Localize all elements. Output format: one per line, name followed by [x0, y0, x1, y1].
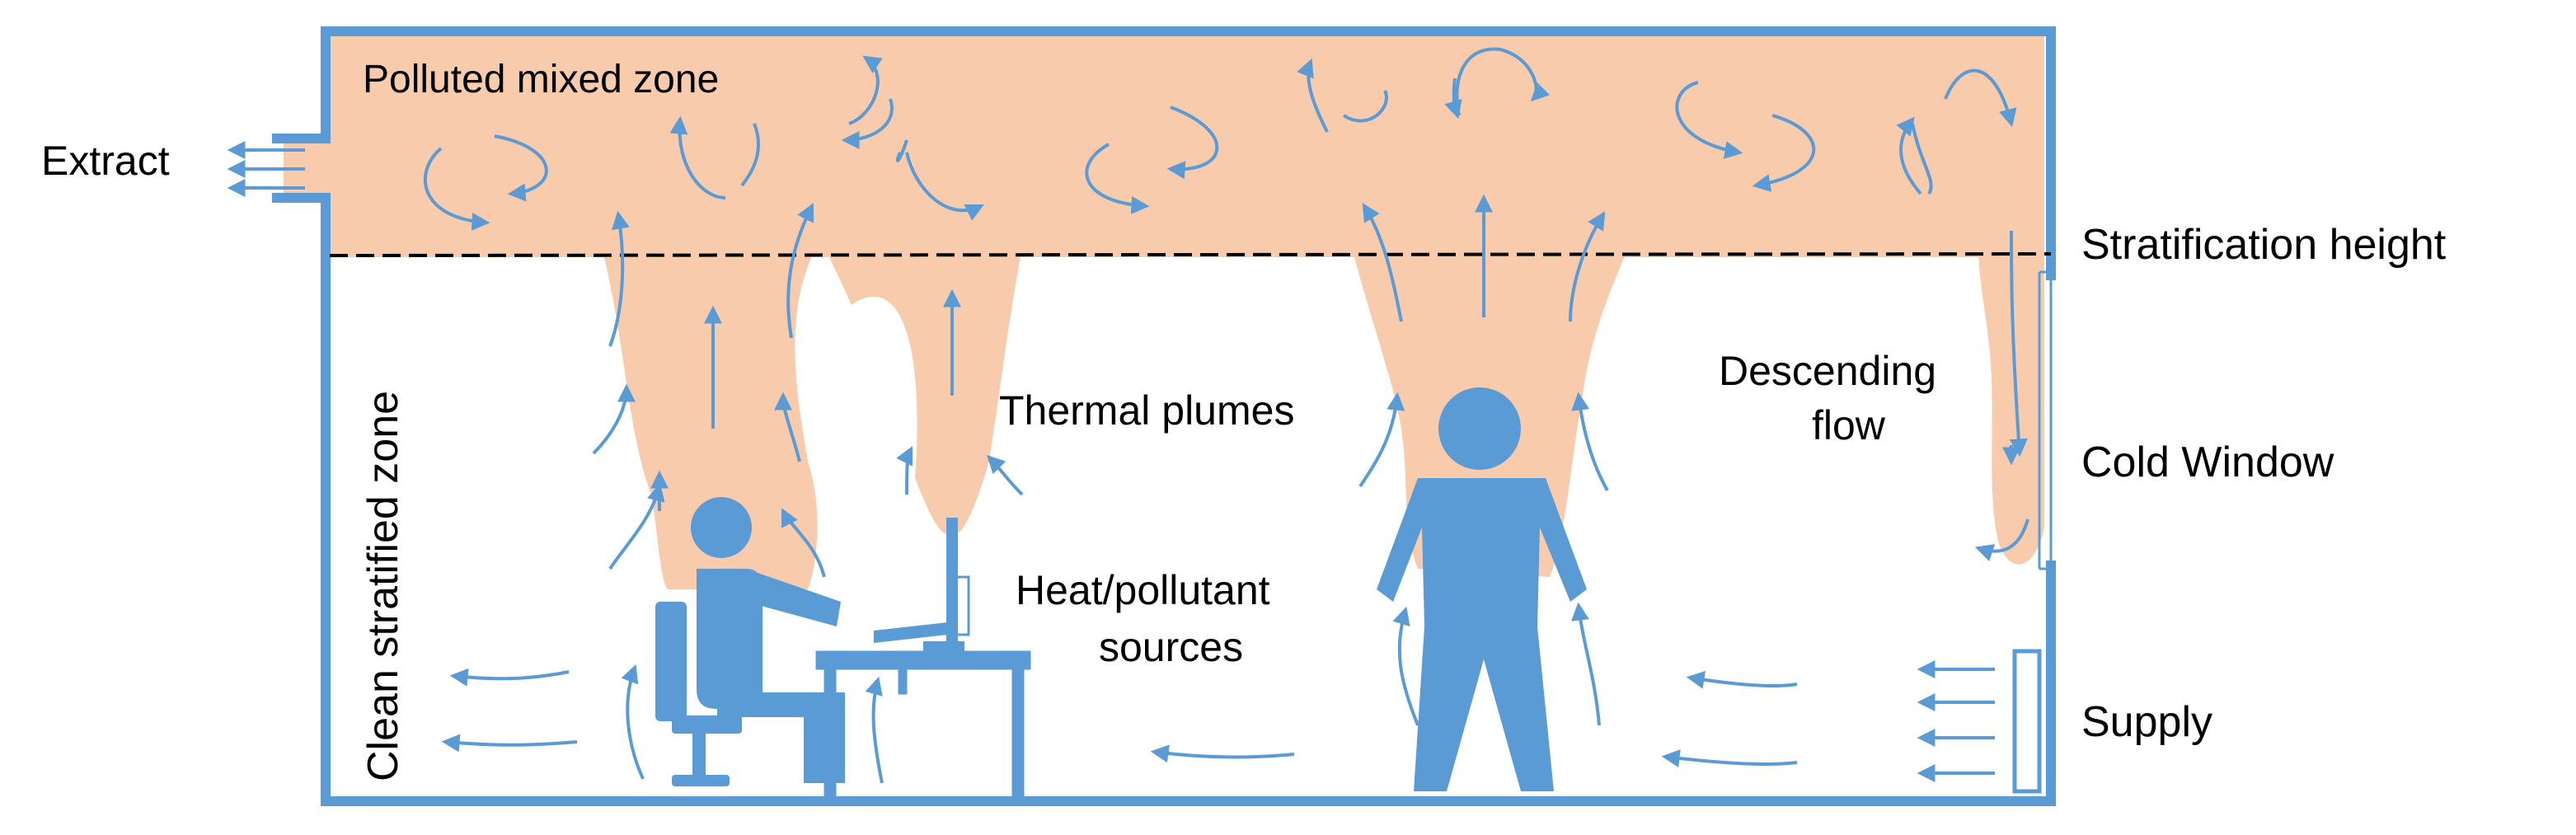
heat-sources-label-line2: sources [1099, 624, 1243, 670]
mixing-arrows [423, 47, 2017, 231]
extract-label: Extract [41, 138, 170, 184]
floor-flow-arrows [441, 602, 1798, 784]
room-walls [272, 26, 2056, 806]
thermal-plume-left [602, 247, 818, 589]
supply-arrows [1917, 660, 1995, 782]
extract-arrows [227, 141, 305, 197]
supply-diffuser [2012, 649, 2042, 794]
thermal-plumes-label: Thermal plumes [999, 387, 1294, 434]
standing-person-icon [1377, 387, 1587, 791]
supply-label: Supply [2081, 698, 2212, 746]
seated-person-icon [691, 497, 845, 783]
monitor-outline [950, 575, 970, 636]
stratification-height-label: Stratification height [2081, 221, 2447, 269]
cold-window [2038, 270, 2053, 570]
plume-gap [816, 297, 917, 478]
chair-icon [655, 602, 742, 786]
heat-sources-label-line1: Heat/pollutant [1016, 567, 1270, 613]
plume-arrows [592, 194, 2029, 578]
polluted-zone-label: Polluted mixed zone [363, 58, 719, 101]
descending-flow-label-line2: flow [1812, 402, 1886, 448]
descending-flow-label-line1: Descending [1719, 348, 1936, 394]
cold-window-label: Cold Window [2081, 439, 2334, 486]
desk-icon [815, 650, 1031, 800]
clean-zone-label: Clean stratified zone [359, 391, 407, 781]
stratification-line [329, 252, 2052, 257]
descending-flow-plume [1978, 247, 2044, 565]
